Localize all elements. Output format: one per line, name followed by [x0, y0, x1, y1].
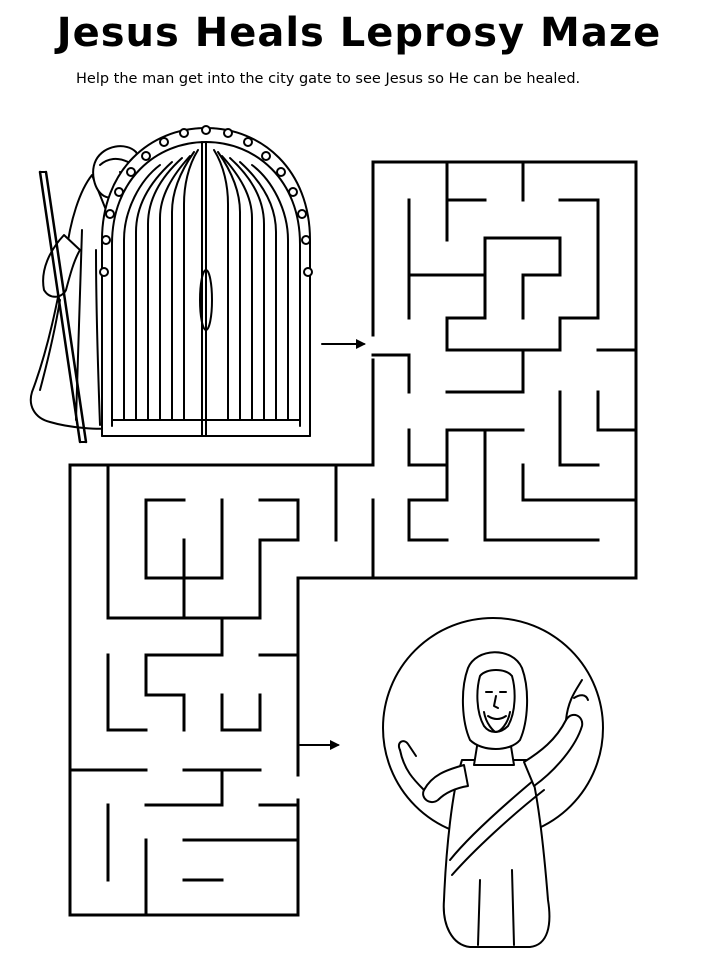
maze-grid — [68, 160, 638, 917]
maze-instructions: Help the man get into the city gate to s… — [76, 71, 581, 87]
arrow-right-icon — [299, 740, 340, 750]
jesus-illustration — [382, 617, 604, 948]
page-title: Jesus Heals Leprosy Maze — [56, 10, 662, 56]
city-gate-illustration — [99, 125, 313, 437]
maze-wall-upper-outline — [296, 160, 638, 777]
arrow-right-icon — [321, 339, 366, 349]
maze-wall-left-outline — [68, 358, 375, 917]
